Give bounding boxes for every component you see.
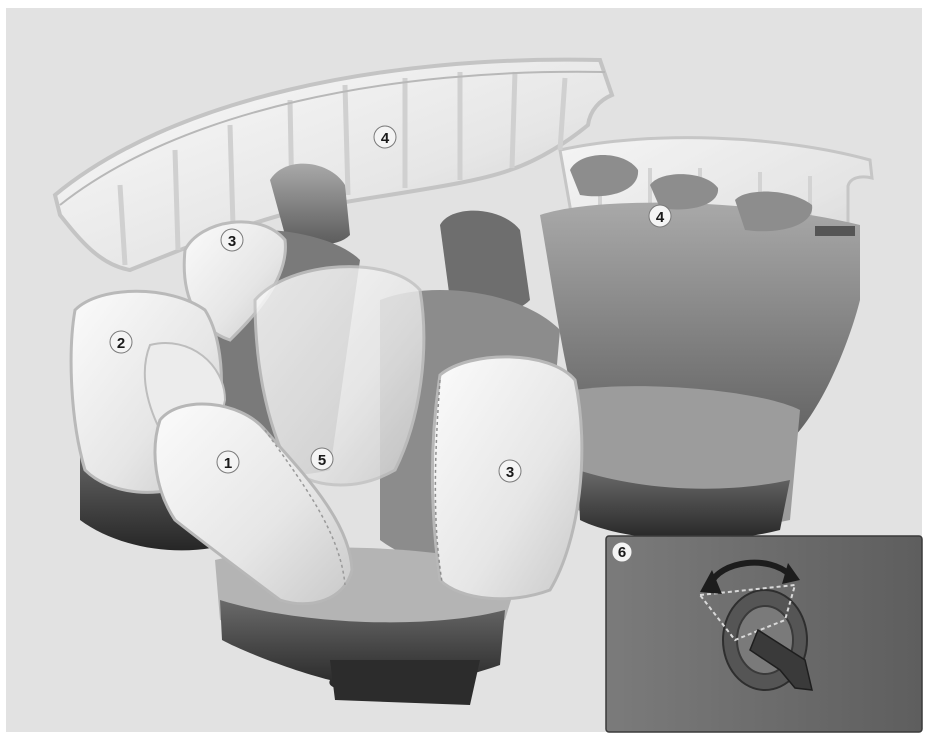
- callout-4-front: 4: [374, 126, 396, 148]
- callout-4-rear: 4: [649, 205, 671, 227]
- callout-2: 2: [110, 331, 132, 353]
- svg-text:5: 5: [318, 452, 326, 469]
- callout-3-left: 3: [221, 229, 243, 251]
- callout-3-right: 3: [499, 460, 521, 482]
- svg-text:6: 6: [618, 544, 626, 561]
- switch-inset: 6: [606, 536, 922, 732]
- svg-text:1: 1: [224, 455, 232, 472]
- callout-5: 5: [311, 448, 333, 470]
- callout-1: 1: [217, 451, 239, 473]
- svg-text:4: 4: [381, 130, 390, 147]
- svg-text:2: 2: [117, 335, 125, 352]
- svg-text:4: 4: [656, 209, 665, 226]
- svg-text:3: 3: [228, 233, 236, 250]
- svg-text:3: 3: [506, 464, 514, 481]
